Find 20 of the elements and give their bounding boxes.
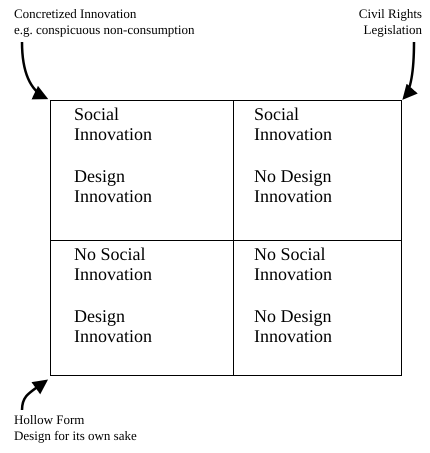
- curved-arrow: [20, 42, 48, 100]
- cell-text: Social Innovation: [74, 104, 153, 144]
- matrix-cell: [50, 240, 234, 376]
- matrix-cell: [233, 240, 402, 376]
- annotation-text: e.g. conspicuous non-consumption: [14, 22, 196, 38]
- matrix-cell: [50, 100, 234, 241]
- curved-arrow: [402, 42, 418, 100]
- matrix-cell: [233, 100, 402, 241]
- cell-text: Design Innovation: [74, 306, 153, 346]
- cell-text: Design Innovation: [74, 166, 153, 206]
- cell-text: No Social Innovation: [74, 244, 153, 284]
- cell-text: No Design Innovation: [254, 166, 333, 206]
- annotation-text: Hollow Form: [14, 412, 86, 428]
- curved-arrow: [20, 380, 48, 410]
- cell-text: No Social Innovation: [254, 244, 333, 284]
- annotation-text: Design for its own sake: [14, 428, 138, 444]
- cell-text: Social Innovation: [254, 104, 333, 144]
- annotation-text: Concretized Innovation: [14, 6, 138, 22]
- cell-text: No Design Innovation: [254, 306, 333, 346]
- annotation-text: Civil Rights Legislation: [358, 6, 422, 38]
